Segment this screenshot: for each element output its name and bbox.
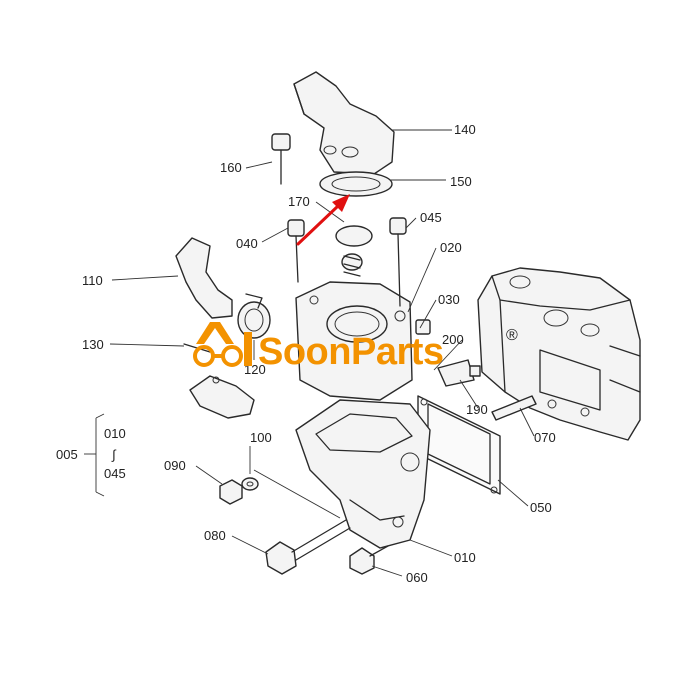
- label-140: 140: [454, 122, 476, 137]
- stud-070: [491, 395, 537, 421]
- registered-mark: ®: [506, 327, 518, 344]
- label-010-range: 010: [104, 426, 126, 441]
- label-030: 030: [438, 292, 460, 307]
- label-170: 170: [288, 194, 310, 209]
- housing-010: [295, 399, 431, 549]
- thermostat-170: [335, 225, 373, 277]
- label-080: 080: [204, 528, 226, 543]
- label-070: 070: [534, 430, 556, 445]
- label-190: 190: [466, 402, 488, 417]
- gasket-150: [319, 171, 393, 197]
- brand-mark-icon: [193, 322, 252, 367]
- engine-block: [477, 267, 641, 441]
- bolt-080: [265, 519, 351, 575]
- washer-100: [241, 477, 259, 491]
- clamp-120: [237, 293, 271, 339]
- label-045: 045: [420, 210, 442, 225]
- label-200: 200: [442, 332, 464, 347]
- plug-030: [415, 319, 431, 335]
- hose-110: [175, 237, 233, 319]
- label-020: 020: [440, 240, 462, 255]
- sensor-190: [437, 359, 481, 387]
- label-040: 040: [236, 236, 258, 251]
- label-tilde: ∫: [111, 447, 117, 462]
- label-045-range: 045: [104, 466, 126, 481]
- label-110: 110: [82, 273, 103, 288]
- bolt-060: [349, 545, 389, 575]
- label-160: 160: [220, 160, 242, 175]
- part-labels: 140 150 160 170 040 045 020 110 030 200 …: [56, 122, 556, 585]
- label-010: 010: [454, 550, 476, 565]
- label-130: 130: [82, 337, 104, 352]
- thermostat-cover-140: [293, 71, 395, 175]
- bolt-045: [389, 217, 407, 307]
- housing-020: [295, 281, 413, 401]
- highlight-arrow: [296, 194, 350, 246]
- label-150: 150: [450, 174, 472, 189]
- bolt-040: [287, 219, 305, 283]
- label-005: 005: [56, 447, 78, 462]
- label-100: 100: [250, 430, 272, 445]
- label-060: 060: [406, 570, 428, 585]
- nut-090: [219, 479, 243, 505]
- brand-name: SoonParts: [258, 331, 444, 373]
- brand-logo: SoonParts ®: [193, 322, 518, 373]
- label-090: 090: [164, 458, 186, 473]
- label-050: 050: [530, 500, 552, 515]
- leader-lines: [84, 129, 535, 577]
- bolt-160: [271, 133, 291, 185]
